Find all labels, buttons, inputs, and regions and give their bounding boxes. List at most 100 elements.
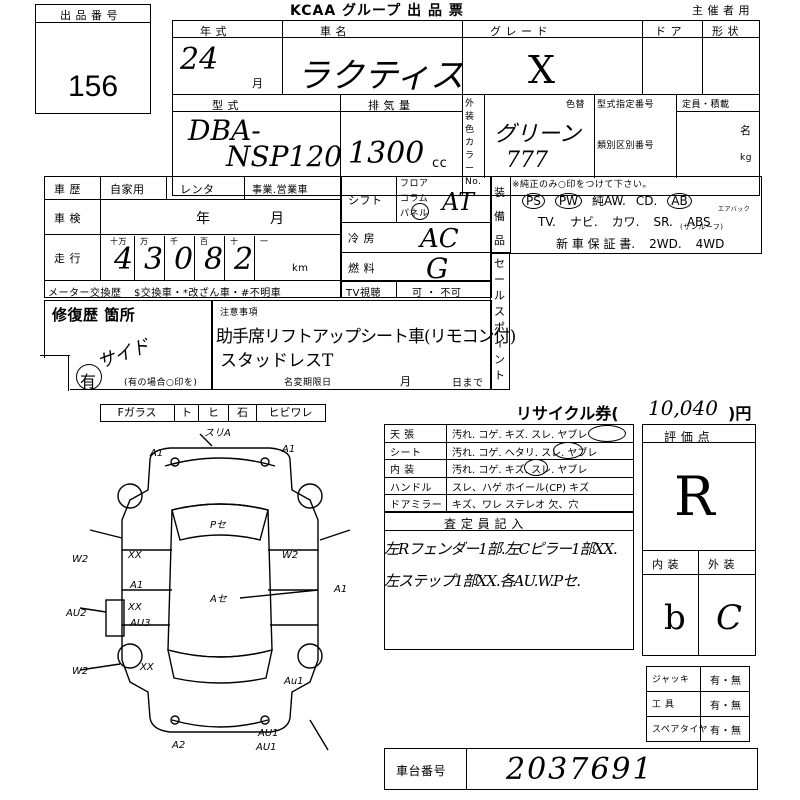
grade-label: グ レ ー ド: [490, 25, 548, 38]
ac-value: AC: [420, 224, 459, 254]
glass-option: ト: [174, 404, 198, 422]
mileage-digit: 2: [234, 242, 254, 277]
notes-line2: スタッドレスT: [220, 351, 334, 371]
diagram-mark-au1-br: AU1: [257, 728, 279, 739]
shift-floor: フロア: [400, 179, 429, 189]
equipment-note: ※純正のみ○印をつけて下さい。: [512, 180, 652, 190]
chassis-value: 2037691: [506, 752, 654, 787]
interior-row-label: シート: [390, 447, 422, 459]
interior-table-box: [384, 424, 634, 512]
shape-label: 形 状: [712, 25, 739, 38]
tv-box: [340, 280, 492, 298]
displacement-unit: cc: [432, 156, 448, 171]
equipment-option: ABS: [686, 215, 711, 229]
form-title: KCAA グループ 出 品 票: [290, 3, 464, 19]
door-label: ド ア: [655, 25, 682, 38]
exterior-rating-value: C: [716, 598, 743, 638]
equipment-option: ナビ.: [569, 215, 598, 229]
history-option-private: 自家用: [110, 183, 145, 196]
tools-box: [646, 666, 750, 742]
mileage-place-label: 千: [170, 237, 179, 246]
inspector-line2: 左ステップ1部XX.各AU.W.Pセ.: [384, 572, 581, 590]
rating-label: 評 価 点: [664, 430, 711, 444]
diagram-mark-au1-bottom: AU1: [255, 742, 277, 753]
diagram-mark-a1-fl: A1: [149, 448, 163, 459]
lot-number-label: 出 品 番 号: [60, 9, 118, 22]
repair-box: [44, 300, 212, 390]
interior-row-label: ドアミラー: [390, 500, 443, 512]
lot-number: 156: [68, 70, 119, 103]
transfer-deadline-label: 名変期限日: [284, 378, 332, 388]
color-number-value: 777: [506, 148, 548, 173]
shift-column: コラム: [400, 194, 429, 204]
recycle-value: 10,040: [648, 396, 718, 420]
mileage-place-label: 十万: [110, 237, 127, 246]
glass-box: [100, 404, 326, 422]
diagram-mark-w2-right: W2: [282, 550, 298, 561]
airbag-sublabel: エアバック: [718, 206, 751, 213]
diagram-mark-ase: Aセ: [209, 594, 228, 605]
diagram-mark-pse: Pセ: [210, 520, 227, 531]
inspection-label: 車 検: [54, 212, 81, 225]
equipment-option: PS: [522, 193, 545, 209]
interior-row-options: 汚れ. コゲ. キズ. スレ. ヤブレ: [452, 430, 588, 441]
diagram-mark-au2: AU2: [65, 608, 87, 619]
panel-circle-mark: [411, 203, 429, 220]
tool-options: 有・無: [710, 726, 742, 737]
diagram-mark-au1-r: Au1: [283, 676, 304, 687]
specs-box: [340, 176, 492, 282]
car-diagram: スリA A1 A1 Pセ Aセ W2 W2 XX A1 AU2 XX AU3 A…: [65, 428, 351, 753]
interior-row-options: スレ、ハゲ ホイール(CP) キズ: [452, 482, 590, 494]
mileage-place-label: 一: [260, 237, 269, 246]
exterior-label: 外 装: [708, 558, 735, 571]
interior-circle-2: [553, 442, 583, 459]
mileage-place-label: 十: [230, 237, 239, 246]
fuel-value: G: [426, 252, 449, 285]
shift-label: シフト: [348, 194, 383, 207]
tool-label: ジャッキ: [652, 675, 690, 685]
sales-point-box: [490, 252, 510, 390]
mileage-label: 走 行: [54, 252, 81, 265]
interior-rating-value: b: [664, 598, 686, 638]
type-number-label: 型式指定番号: [597, 100, 655, 110]
ac-label: 冷 房: [348, 232, 375, 245]
diagram-mark-a2: A2: [171, 740, 185, 751]
tool-label: 工 具: [652, 700, 675, 710]
diagram-mark-au3: AU3: [129, 618, 151, 629]
mileage-place-label: 万: [140, 237, 149, 246]
diagram-mark-w2-left: W2: [72, 554, 88, 565]
notes-box: [212, 300, 492, 390]
model-label: 型 式: [212, 99, 239, 112]
mileage-digit: 8: [204, 242, 224, 277]
year-month-unit: 月: [252, 77, 264, 90]
main-info-box: [172, 20, 760, 196]
repair-yes-circle: [76, 364, 102, 390]
diagram-mark-w2-lower: W2: [72, 666, 88, 677]
notes-line1: 助手席リフトアップシート車(リモコン付): [216, 327, 516, 347]
model-value-2: NSP120: [226, 140, 342, 173]
capacity-label: 定員・積載: [682, 100, 730, 110]
displacement-label: 排 気 量: [368, 99, 411, 112]
year-label: 年 式: [200, 25, 227, 38]
class-number-label: 類別区別番号: [597, 141, 655, 151]
diagram-mark-xx-2: XX: [127, 602, 143, 613]
rating-value: R: [674, 465, 715, 528]
equipment-option: カワ.: [611, 215, 640, 229]
interior-circle-3: [524, 459, 548, 476]
repair-label: 修復歴 箇所: [52, 306, 136, 324]
tv-options: 可 ・ 不可: [412, 288, 462, 299]
equipment-option: PW: [554, 193, 582, 209]
mileage-digit: 3: [144, 242, 164, 277]
grade-value: X: [528, 48, 556, 92]
shift-value: AT: [442, 188, 475, 216]
equipment-label: 装備品: [494, 186, 506, 247]
tool-label: スペアタイヤ: [652, 725, 709, 735]
lot-number-box: [35, 4, 151, 114]
equipment-option: CD.: [635, 194, 658, 208]
recycle-label: リサイクル券(: [516, 404, 619, 423]
model-value-1: DBA-: [188, 114, 261, 147]
history-box: [44, 176, 342, 298]
glass-option: ヒビワレ: [256, 404, 324, 422]
inspector-label: 査 定 員 記 入: [444, 517, 524, 531]
sunroof-sublabel: (サンルーフ): [680, 223, 724, 231]
